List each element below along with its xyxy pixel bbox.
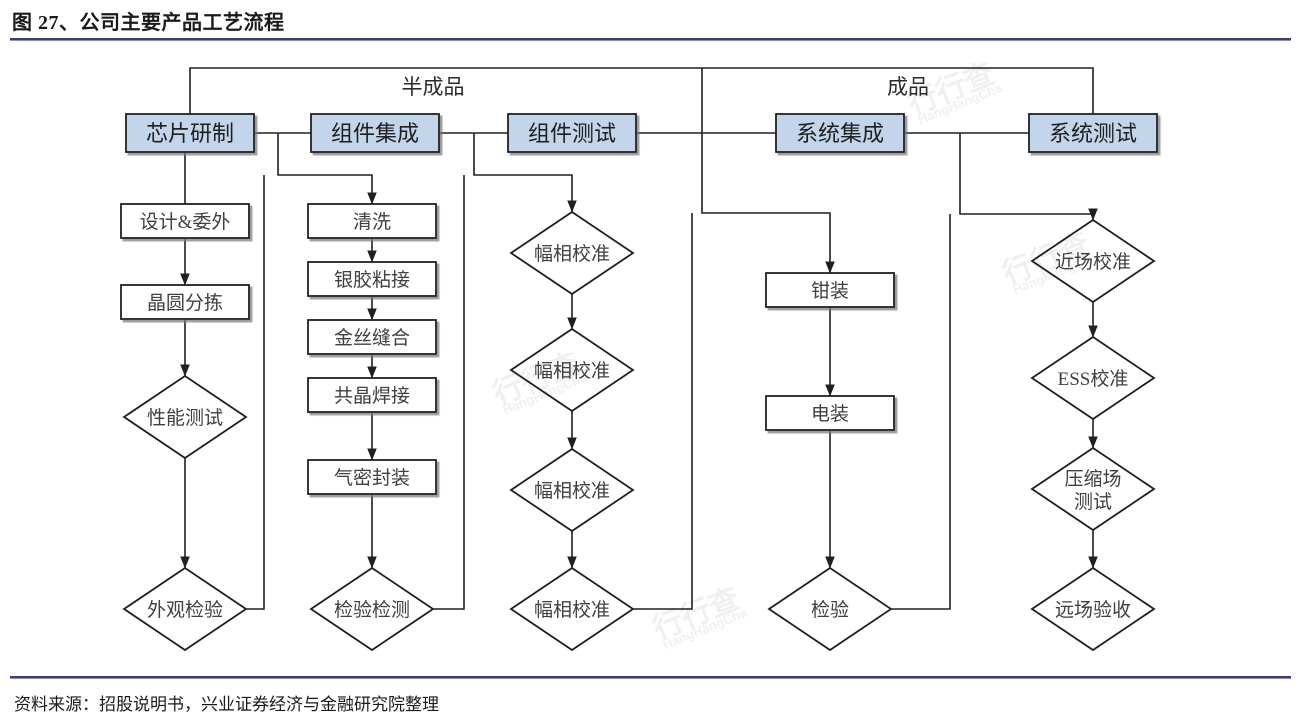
bracket-label-0: 半成品 [402, 75, 465, 99]
node-label-2-1: 幅相校准 [534, 360, 610, 382]
top-node-label-2: 组件测试 [528, 121, 616, 146]
node-label-4-2-1: 测试 [1074, 491, 1112, 513]
node-0-2[interactable]: 性能测试 [122, 374, 248, 460]
node-1-4[interactable]: 气密封装 [307, 459, 437, 495]
loopback-2 [633, 213, 693, 610]
top-node-2[interactable]: 组件测试 [507, 113, 637, 153]
node-label-0-3: 外观检验 [147, 599, 223, 621]
node-label-2-2: 幅相校准 [534, 480, 610, 502]
top-node-1[interactable]: 组件集成 [310, 113, 440, 153]
node-label-1-2: 金丝缝合 [334, 327, 410, 349]
node-label-1-0: 清洗 [353, 211, 391, 233]
node-1-5[interactable]: 检验检测 [309, 566, 435, 652]
node-3-1[interactable]: 电装 [765, 395, 895, 431]
node-label-0-2: 性能测试 [147, 407, 223, 429]
source-note: 资料来源：招股说明书，兴业证券经济与金融研究院整理 [14, 695, 439, 714]
top-node-4[interactable]: 系统测试 [1028, 113, 1158, 153]
bracket-rail [189, 67, 1094, 114]
column-entry-3 [701, 133, 835, 274]
node-label-2-0: 幅相校准 [534, 243, 610, 265]
column-entry-1 [277, 133, 377, 205]
page-title: 图 27、公司主要产品工艺流程 [12, 12, 285, 34]
top-node-label-4: 系统测试 [1049, 121, 1137, 146]
node-label-4-2-0: 压缩场 [1064, 468, 1121, 490]
node-0-1[interactable]: 晶圆分拣 [120, 284, 250, 320]
node-label-0-1: 晶圆分拣 [147, 292, 223, 314]
node-2-3[interactable]: 幅相校准 [509, 566, 635, 652]
node-4-1[interactable]: ESS校准 [1030, 335, 1156, 421]
node-label-1-1: 银胶粘接 [334, 269, 410, 291]
node-1-2[interactable]: 金丝缝合 [307, 319, 437, 355]
node-0-3[interactable]: 外观检验 [122, 566, 248, 652]
node-label-0-0: 设计&委外 [140, 211, 231, 233]
node-2-1[interactable]: 幅相校准 [509, 327, 635, 413]
source-divider [10, 676, 1291, 679]
column-entry-2 [473, 133, 577, 213]
node-label-4-1: ESS校准 [1058, 368, 1129, 390]
node-label-1-5: 检验检测 [334, 599, 410, 621]
loopback-1 [433, 175, 465, 610]
top-node-0[interactable]: 芯片研制 [125, 113, 255, 153]
node-label-2-3: 幅相校准 [534, 599, 610, 621]
node-label-3-2: 检验 [811, 599, 849, 621]
node-label-3-0: 钳装 [811, 280, 849, 302]
bracket-label-1: 成品 [887, 75, 929, 99]
node-1-3[interactable]: 共晶焊接 [307, 377, 437, 413]
node-label-3-1: 电装 [811, 403, 849, 425]
node-4-3[interactable]: 远场验收 [1030, 566, 1156, 652]
node-0-0[interactable]: 设计&委外 [120, 203, 250, 239]
node-2-0[interactable]: 幅相校准 [509, 210, 635, 296]
column-entry-4 [959, 133, 1098, 221]
node-label-1-3: 共晶焊接 [334, 385, 410, 407]
node-2-2[interactable]: 幅相校准 [509, 447, 635, 533]
figure-header: 图 27、公司主要产品工艺流程 [0, 0, 1301, 44]
top-node-label-0: 芯片研制 [146, 121, 234, 146]
node-label-1-4: 气密封装 [334, 467, 410, 489]
top-node-label-3: 系统集成 [796, 121, 884, 146]
node-label-4-0: 近场校准 [1055, 251, 1131, 273]
node-label-4-3: 远场验收 [1055, 599, 1131, 621]
top-node-3[interactable]: 系统集成 [775, 113, 905, 153]
node-3-0[interactable]: 钳装 [765, 272, 895, 308]
loopback-3 [891, 214, 951, 610]
node-4-0[interactable]: 近场校准 [1030, 218, 1156, 304]
title-divider [10, 38, 1291, 41]
flowchart-canvas: 芯片研制 组件集成 组件测试 系统集成 系统测试设计&委外晶圆分拣性能测试外观检验 清洗银… [0, 44, 1301, 676]
node-3-2[interactable]: 检验 [767, 566, 893, 652]
node-1-0[interactable]: 清洗 [307, 203, 437, 239]
loopback-0 [246, 175, 265, 610]
flowchart-bracket-labels: 半成品 成品 [402, 75, 930, 99]
node-1-1[interactable]: 银胶粘接 [307, 261, 437, 297]
top-node-label-1: 组件集成 [331, 121, 419, 146]
